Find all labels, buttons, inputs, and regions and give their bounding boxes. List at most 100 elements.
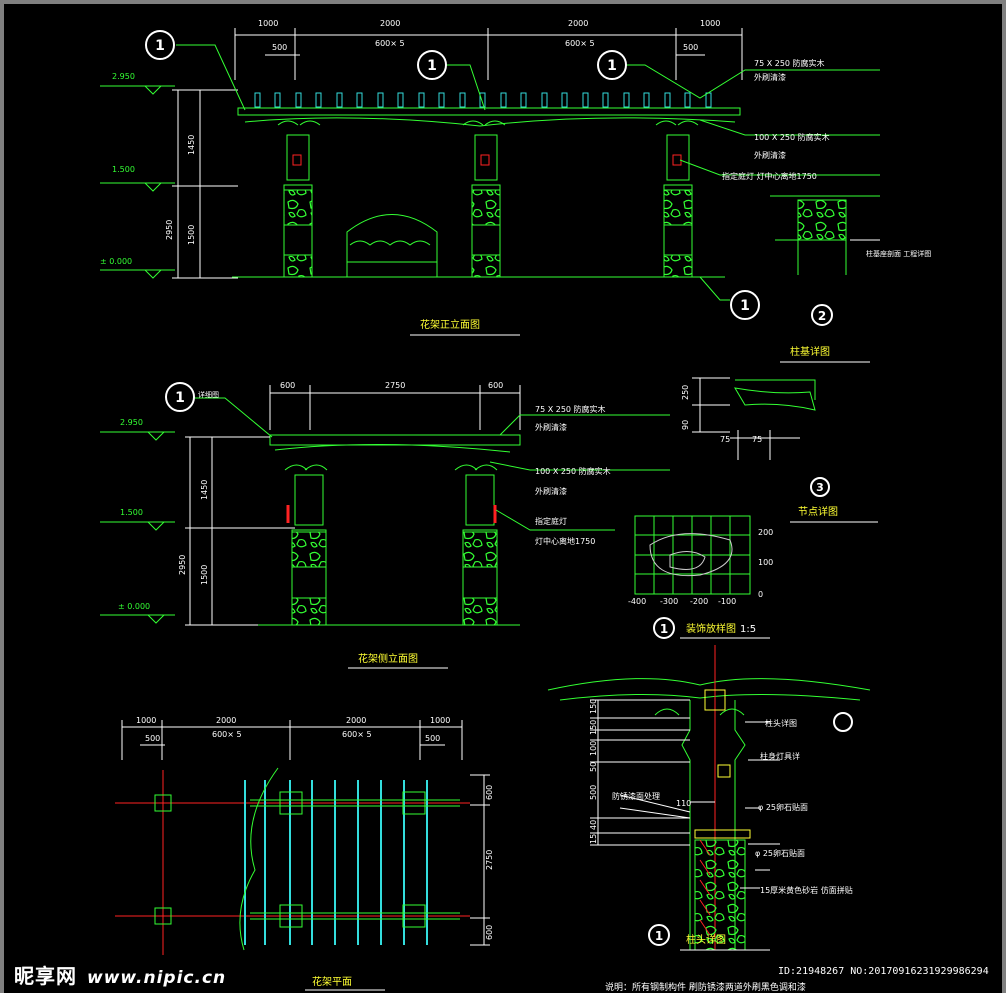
plan-dim-2: 2000 xyxy=(216,716,236,725)
column-sdim-1: 150 xyxy=(589,699,598,714)
watermark-url: www.nipic.cn xyxy=(87,968,227,988)
front-column-3 xyxy=(655,120,699,278)
dim-front-4: 1000 xyxy=(700,19,720,28)
dim-front-sub-2: 600× 5 xyxy=(375,39,405,48)
level-side-1: 2.950 xyxy=(120,418,143,427)
note-front-2a: 100 X 250 防腐实木 xyxy=(754,132,830,142)
plan-vdim-3: 600 xyxy=(485,925,494,940)
vdim-side-2: 2950 xyxy=(178,555,187,575)
plan-view xyxy=(115,720,490,955)
column-note: 说明：所有钢制构件 刷防锈漆两道外刷黑色调和漆 xyxy=(605,981,806,993)
plan-dim-4: 1000 xyxy=(430,716,450,725)
column-sdim-5: 500 xyxy=(589,785,598,800)
grid-x-4: -100 xyxy=(718,597,736,606)
dim-side-1: 600 xyxy=(280,381,295,390)
node-detail xyxy=(692,377,830,497)
watermark: 昵享网 www.nipic.cn xyxy=(14,960,226,989)
column-detail xyxy=(547,645,871,951)
note-side-2b: 外刷清漆 xyxy=(535,486,567,496)
grid-y-1: 200 xyxy=(758,528,773,537)
node-dim-4: 75 xyxy=(752,435,762,444)
column-label-4: φ 25卵石贴面 xyxy=(758,802,808,812)
level-side-3: ± 0.000 xyxy=(118,602,150,611)
front-column-1 xyxy=(277,120,321,278)
callout-1b: 1 xyxy=(427,58,437,74)
callout-1c: 1 xyxy=(607,58,617,74)
note-side-2a: 100 X 250 防腐实木 xyxy=(535,466,611,476)
grid-y-2: 100 xyxy=(758,558,773,567)
front-elevation-title: 花架正立面图 xyxy=(420,318,480,331)
grid-y-3: 0 xyxy=(758,590,763,599)
dim-front-1: 1000 xyxy=(258,19,278,28)
column-note-dim: 110 xyxy=(676,799,691,808)
plan-sub-4: 500 xyxy=(425,734,440,743)
plan-title: 花架平面 xyxy=(312,975,352,988)
side-callout: 1 xyxy=(175,390,185,406)
note-side-3b: 灯中心离地1750 xyxy=(535,536,595,546)
node-dim-2: 90 xyxy=(681,420,690,430)
plan-dim-1: 1000 xyxy=(136,716,156,725)
vdim-side-3: 1500 xyxy=(200,565,209,585)
window-border-left xyxy=(0,0,4,993)
side-elevation xyxy=(100,385,670,626)
front-elevation xyxy=(100,28,880,301)
dim-front-sub-3: 600× 5 xyxy=(565,39,595,48)
vdim-front-1: 1450 xyxy=(187,135,196,155)
note-front-3: 指定庭灯 灯中心离地1750 xyxy=(722,171,817,181)
column-sdim-7: 15 xyxy=(589,834,598,844)
dim-side-2: 2750 xyxy=(385,381,405,390)
watermark-brand: 昵享网 xyxy=(14,964,77,988)
node-detail-title: 节点详图 xyxy=(798,505,838,518)
vdim-side-1: 1450 xyxy=(200,480,209,500)
grid-title: 装饰放样图 xyxy=(686,622,736,635)
column-label-2: 柱身灯具详 xyxy=(760,751,800,761)
grid-x-3: -200 xyxy=(690,597,708,606)
note-side-3a: 指定庭灯 xyxy=(535,516,567,526)
pier-note: 柱基座剖面 工程详图 xyxy=(866,249,931,258)
column-label-1: 柱头详图 xyxy=(765,718,797,728)
column-title: 柱头详图 xyxy=(686,933,726,946)
level-front-1: 2.950 xyxy=(112,72,135,81)
side-callout-tag: 详细图 xyxy=(198,390,219,399)
node-mark: 3 xyxy=(816,481,824,494)
dim-side-3: 600 xyxy=(488,381,503,390)
note-front-1b: 外刷清漆 xyxy=(754,72,786,82)
plan-sub-2: 600× 5 xyxy=(212,730,242,739)
dim-front-sub-1: 500 xyxy=(272,43,287,52)
column-mark: 1 xyxy=(655,929,663,943)
bench xyxy=(346,214,438,277)
plan-vdim-1: 600 xyxy=(485,785,494,800)
column-label-6: 15厚米黄色砂岩 仿面拼贴 xyxy=(760,885,853,895)
column-sdim-4: 50 xyxy=(589,762,598,772)
window-border-top xyxy=(0,0,1006,4)
dim-front-3: 2000 xyxy=(568,19,588,28)
grid-scale: 1:5 xyxy=(740,624,756,635)
level-front-2: 1.500 xyxy=(112,165,135,174)
column-label-3: 防锈漆面处理 xyxy=(612,791,660,801)
front-column-2 xyxy=(462,120,506,278)
image-id: ID:21948267 NO:20170916231929986294 xyxy=(778,966,989,977)
level-front-3: ± 0.000 xyxy=(100,257,132,266)
callout-1d: 1 xyxy=(740,298,750,314)
note-side-1a: 75 X 250 防腐实木 xyxy=(535,404,606,414)
plan-vdim-2: 2750 xyxy=(485,850,494,870)
grid-x-1: -400 xyxy=(628,597,646,606)
node-dim-3: 75 xyxy=(720,435,730,444)
column-sdim-2: 150 xyxy=(589,720,598,735)
plan-sub-1: 500 xyxy=(145,734,160,743)
side-elevation-title: 花架侧立面图 xyxy=(358,652,418,665)
window-border-right xyxy=(1002,0,1006,993)
ornament-grid xyxy=(634,515,751,595)
plan-sub-3: 600× 5 xyxy=(342,730,372,739)
node-dim-1: 250 xyxy=(681,385,690,400)
vdim-front-2: 2950 xyxy=(165,220,174,240)
column-sdim-6: 40 xyxy=(589,820,598,830)
grid-x-2: -300 xyxy=(660,597,678,606)
callout-1a: 1 xyxy=(155,38,165,54)
vdim-front-3: 1500 xyxy=(187,225,196,245)
note-front-2b: 外刷清漆 xyxy=(754,150,786,160)
plan-dim-3: 2000 xyxy=(346,716,366,725)
dim-front-2: 2000 xyxy=(380,19,400,28)
